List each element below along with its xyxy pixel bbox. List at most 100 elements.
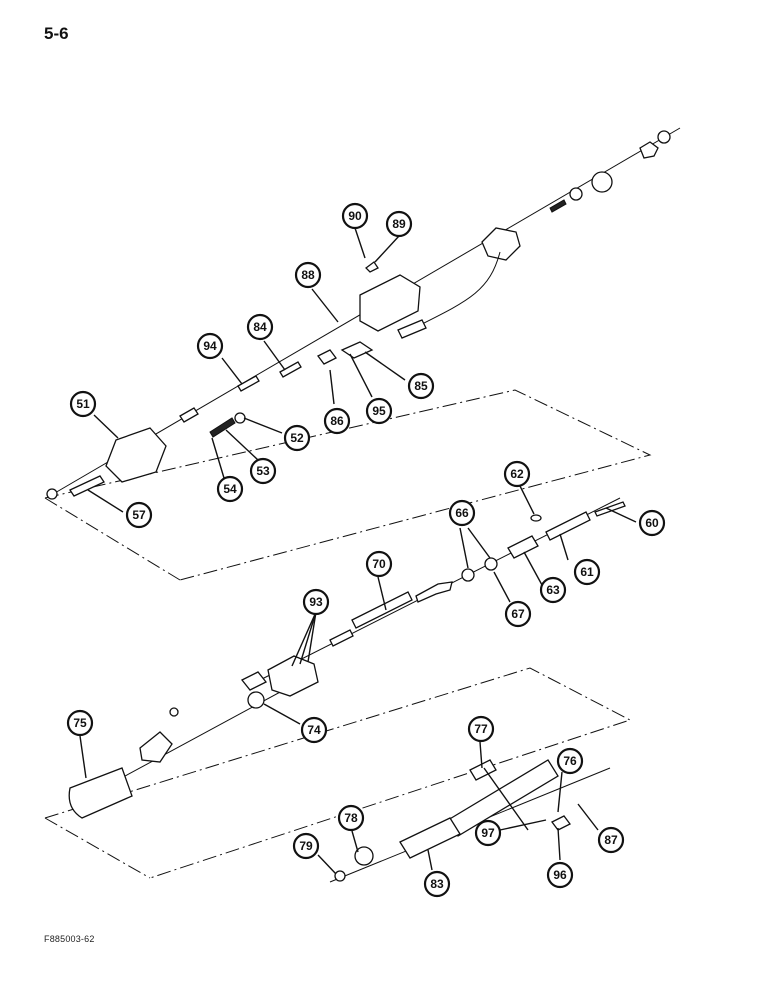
callout-79[interactable]: 79 <box>292 832 320 860</box>
bearing-sleeve <box>329 629 354 647</box>
lower-assembly-parts <box>334 759 571 882</box>
callout-bubbles: 90 89 88 84 94 51 52 53 54 86 95 85 57 6… <box>66 202 666 898</box>
svg-text:60: 60 <box>645 516 659 530</box>
callout-62[interactable]: 62 <box>503 460 531 488</box>
svg-text:96: 96 <box>553 868 567 882</box>
sector-part <box>317 349 337 365</box>
screw-part <box>169 707 179 717</box>
bearing-adapter <box>334 870 346 882</box>
svg-text:94: 94 <box>203 339 217 353</box>
callout-96[interactable]: 96 <box>546 861 574 889</box>
rack-part <box>279 361 302 378</box>
callout-61[interactable]: 61 <box>573 558 601 586</box>
svg-text:52: 52 <box>290 431 304 445</box>
page-number: 5-6 <box>44 24 69 43</box>
lower-shaft <box>351 591 413 629</box>
svg-text:75: 75 <box>73 716 87 730</box>
actuator-part <box>340 341 374 359</box>
svg-text:90: 90 <box>348 209 362 223</box>
svg-text:74: 74 <box>307 723 321 737</box>
svg-text:54: 54 <box>223 482 237 496</box>
callout-76[interactable]: 76 <box>556 747 584 775</box>
svg-text:78: 78 <box>344 811 358 825</box>
callout-84[interactable]: 84 <box>246 313 274 341</box>
spring-part <box>549 199 567 213</box>
svg-text:57: 57 <box>132 508 146 522</box>
shaft-coupling <box>507 535 539 559</box>
upper-spring <box>209 417 236 438</box>
svg-text:85: 85 <box>414 379 428 393</box>
leader-lines <box>79 227 637 875</box>
bracket-part <box>469 759 497 781</box>
svg-text:83: 83 <box>430 877 444 891</box>
lock-housing <box>359 274 421 332</box>
callout-70[interactable]: 70 <box>365 550 393 578</box>
svg-text:76: 76 <box>563 754 577 768</box>
lock-plate-housing <box>105 427 167 483</box>
shift-lever-gate <box>240 671 268 691</box>
middle-assembly-parts <box>68 501 626 819</box>
callout-94[interactable]: 94 <box>196 332 224 360</box>
lock-button <box>365 261 379 273</box>
figure-code: F885003-62 <box>44 934 95 944</box>
lock-bolt <box>551 815 571 831</box>
svg-text:95: 95 <box>372 404 386 418</box>
svg-text:61: 61 <box>580 565 594 579</box>
callout-60[interactable]: 60 <box>638 509 666 537</box>
callout-51[interactable]: 51 <box>69 390 97 418</box>
washer-part <box>569 187 583 201</box>
callout-74[interactable]: 74 <box>300 716 328 744</box>
gear-part <box>591 171 613 193</box>
svg-text:84: 84 <box>253 320 267 334</box>
switch-wire <box>419 251 501 326</box>
callout-57[interactable]: 57 <box>125 501 153 529</box>
connector-part <box>397 319 427 339</box>
svg-text:51: 51 <box>76 397 90 411</box>
retainer-part <box>639 141 659 159</box>
callout-83[interactable]: 83 <box>423 870 451 898</box>
callout-93[interactable]: 93 <box>302 588 330 616</box>
bearing-part <box>657 130 671 144</box>
svg-text:88: 88 <box>301 268 315 282</box>
svg-text:66: 66 <box>455 506 469 520</box>
shaft-end <box>594 501 626 517</box>
callout-85[interactable]: 85 <box>407 372 435 400</box>
lower-bearing <box>354 846 374 866</box>
rod-part <box>237 375 260 392</box>
callout-90[interactable]: 90 <box>341 202 369 230</box>
shift-bowl <box>267 655 319 697</box>
bearing-race <box>234 412 246 424</box>
callout-53[interactable]: 53 <box>249 457 277 485</box>
callout-67[interactable]: 67 <box>504 600 532 628</box>
jacket-upper <box>447 759 559 837</box>
jacket-lower <box>399 817 461 859</box>
callout-66[interactable]: 66 <box>448 499 476 527</box>
callout-75[interactable]: 75 <box>66 709 94 737</box>
callout-63[interactable]: 63 <box>539 576 567 604</box>
svg-text:67: 67 <box>511 607 525 621</box>
callout-77[interactable]: 77 <box>467 715 495 743</box>
svg-text:70: 70 <box>372 557 386 571</box>
pivot-part <box>179 407 199 423</box>
callout-95[interactable]: 95 <box>365 397 393 425</box>
svg-text:89: 89 <box>392 217 406 231</box>
svg-text:53: 53 <box>256 464 270 478</box>
callout-89[interactable]: 89 <box>385 210 413 238</box>
callout-97[interactable]: 97 <box>474 819 502 847</box>
callout-88[interactable]: 88 <box>294 261 322 289</box>
yoke-part <box>415 581 453 603</box>
callout-86[interactable]: 86 <box>323 407 351 435</box>
upper-assembly-parts <box>46 130 671 500</box>
callout-54[interactable]: 54 <box>216 475 244 503</box>
lower-bearing-retainer <box>247 691 265 709</box>
shroud-part <box>68 767 133 819</box>
svg-text:77: 77 <box>474 722 488 736</box>
callout-78[interactable]: 78 <box>337 804 365 832</box>
callout-52[interactable]: 52 <box>283 424 311 452</box>
cover-part <box>46 488 58 500</box>
callout-87[interactable]: 87 <box>597 826 625 854</box>
svg-text:79: 79 <box>299 839 313 853</box>
shift-lever-plate <box>139 731 173 763</box>
